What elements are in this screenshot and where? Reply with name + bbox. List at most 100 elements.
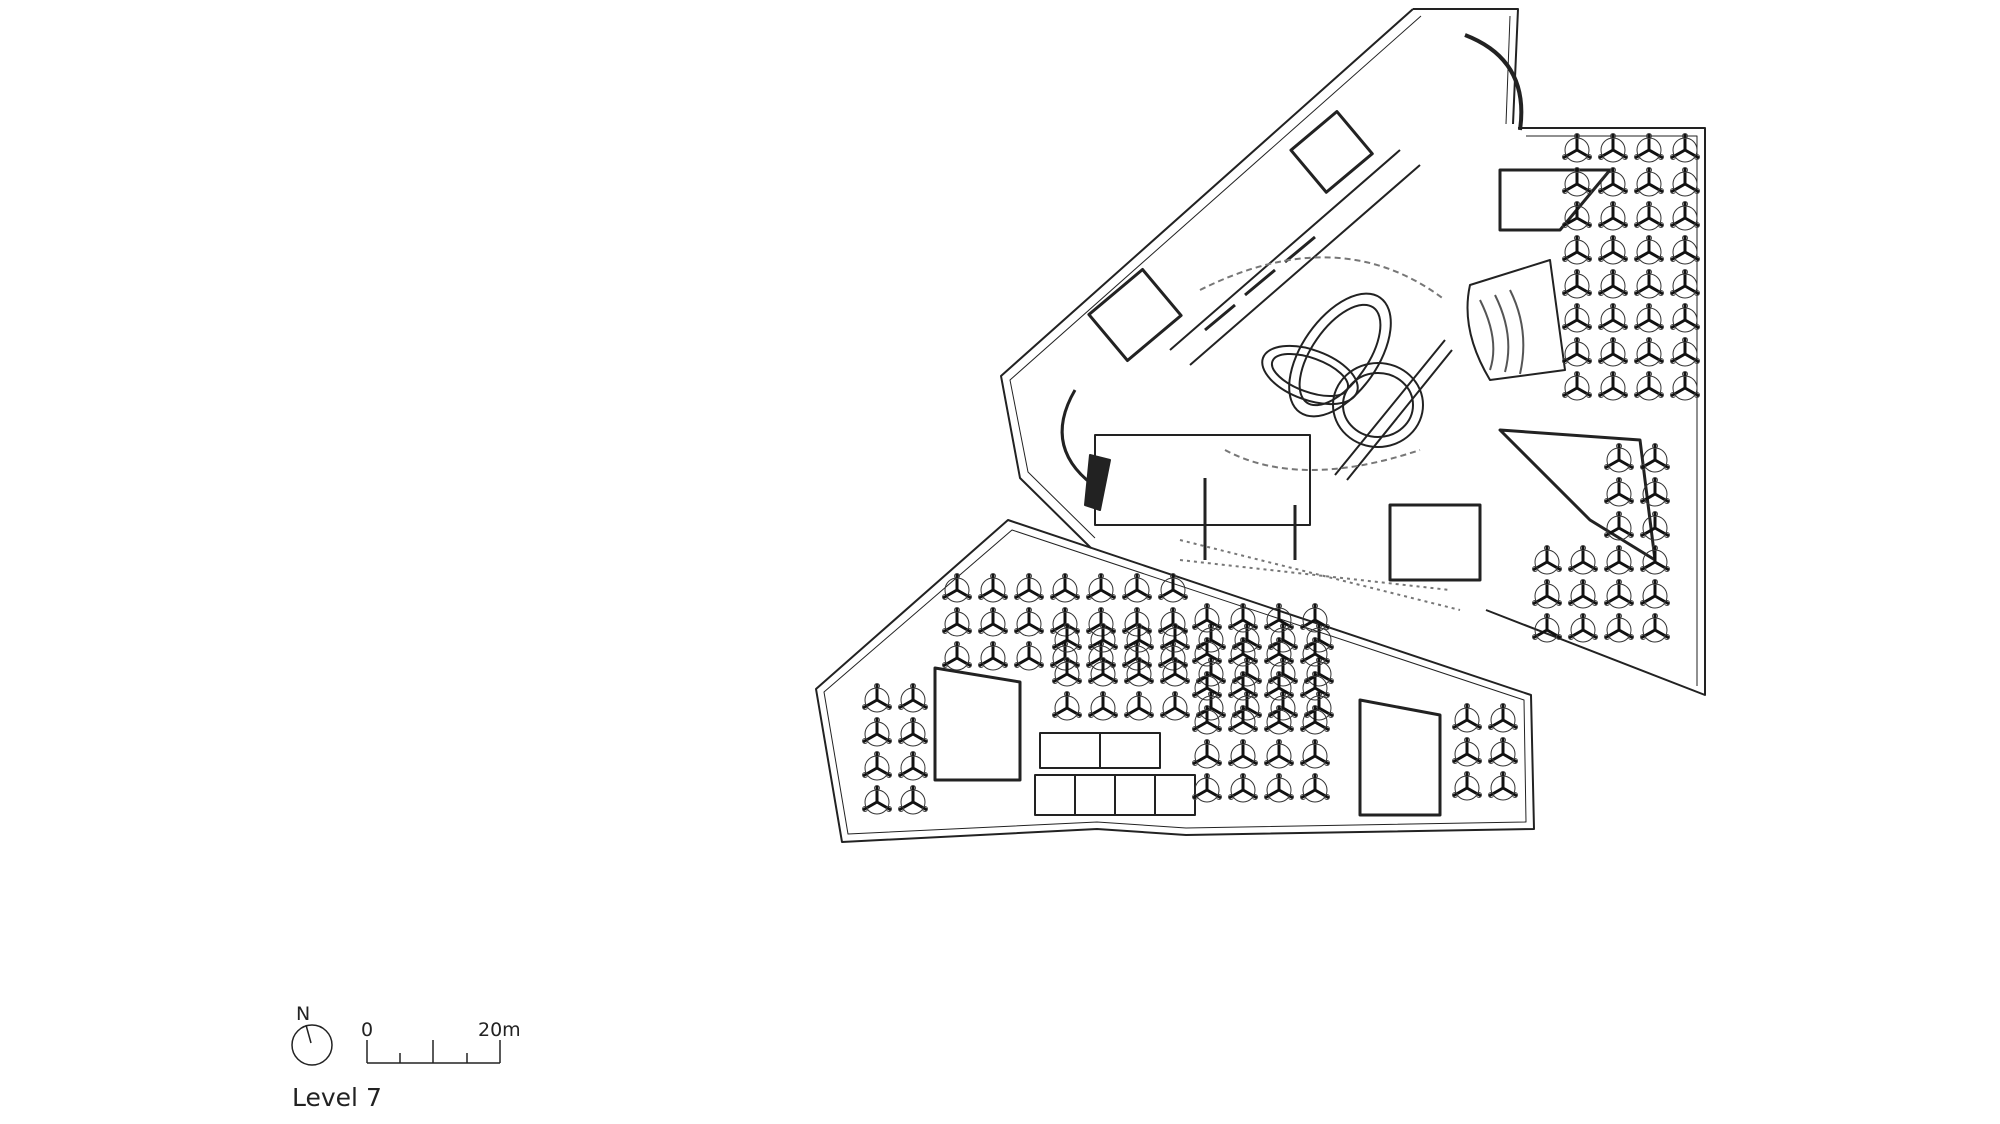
workstation-cluster — [1669, 302, 1701, 334]
workstation-cluster — [897, 784, 929, 816]
workstation-cluster — [1639, 612, 1671, 644]
workstation-cluster — [1597, 234, 1629, 266]
workstation-cluster — [1603, 544, 1635, 576]
workstation-cluster — [1561, 370, 1593, 402]
workstation-cluster — [1191, 670, 1223, 702]
south-block-outline — [815, 519, 1535, 843]
workstation-cluster — [1561, 268, 1593, 300]
workstation-cluster — [861, 716, 893, 748]
workstation-cluster — [1013, 640, 1045, 672]
workstation-cluster — [1561, 200, 1593, 232]
north-wing-facade — [1000, 8, 1414, 549]
workstation-cluster — [1191, 602, 1223, 634]
workstation-cluster — [1191, 772, 1223, 804]
workstation-cluster — [1633, 370, 1665, 402]
workstation-cluster — [977, 640, 1009, 672]
workstation-cluster — [1597, 200, 1629, 232]
workstation-cluster — [1603, 578, 1635, 610]
workstation-cluster — [1669, 200, 1701, 232]
workstation-cluster — [1087, 690, 1119, 722]
workstation-cluster — [1639, 510, 1671, 542]
workstation-cluster — [1227, 636, 1259, 668]
workstation-cluster — [1299, 636, 1331, 668]
workstation-cluster — [1013, 606, 1045, 638]
auditorium — [1466, 259, 1566, 381]
workstation-cluster — [1639, 578, 1671, 610]
workstation-cluster — [1561, 166, 1593, 198]
scale-bar — [366, 1040, 501, 1064]
workstation-cluster — [1567, 578, 1599, 610]
workstation-cluster — [1633, 302, 1665, 334]
workstation-cluster — [1669, 166, 1701, 198]
workstation-cluster — [1191, 704, 1223, 736]
workstation-cluster — [1487, 736, 1519, 768]
workstation-cluster — [1263, 772, 1295, 804]
level-title: Level 7 — [292, 1083, 382, 1112]
workstation-cluster — [1299, 738, 1331, 770]
workstation-cluster — [1597, 302, 1629, 334]
workstation-cluster — [1561, 336, 1593, 368]
workstation-cluster — [1487, 770, 1519, 802]
workstation-cluster — [1561, 132, 1593, 164]
workstation-cluster — [1603, 476, 1635, 508]
scale-end-label: 20m — [478, 1019, 521, 1041]
workstation-cluster — [1085, 572, 1117, 604]
workstation-cluster — [1121, 572, 1153, 604]
workstation-cluster — [1013, 572, 1045, 604]
workstation-cluster — [941, 572, 973, 604]
workstation-cluster — [897, 682, 929, 714]
workstation-cluster — [1451, 736, 1483, 768]
workstation-cluster — [941, 606, 973, 638]
workstation-cluster — [1567, 612, 1599, 644]
workstation-cluster — [1597, 336, 1629, 368]
workstation-cluster — [1049, 572, 1081, 604]
north-arrow — [291, 1024, 333, 1066]
workstation-cluster — [1299, 670, 1331, 702]
workstation-cluster — [861, 784, 893, 816]
workstation-cluster — [1633, 166, 1665, 198]
workstation-cluster — [1299, 704, 1331, 736]
workstation-cluster — [1669, 370, 1701, 402]
workstation-cluster — [1561, 302, 1593, 334]
workstation-cluster — [1597, 268, 1629, 300]
workstation-cluster — [1669, 268, 1701, 300]
workstation-cluster — [1227, 772, 1259, 804]
workstation-cluster — [1597, 166, 1629, 198]
workstation-cluster — [1603, 442, 1635, 474]
workstation-cluster — [1487, 702, 1519, 734]
workstation-cluster — [1597, 132, 1629, 164]
scale-start-label: 0 — [361, 1019, 374, 1041]
workstation-cluster — [1597, 370, 1629, 402]
workstation-cluster — [1531, 544, 1563, 576]
workstation-cluster — [1633, 336, 1665, 368]
workstation-cluster — [1633, 234, 1665, 266]
workstation-cluster — [861, 682, 893, 714]
workstation-cluster — [897, 716, 929, 748]
workstation-cluster — [1263, 636, 1295, 668]
workstation-cluster — [941, 640, 973, 672]
workstation-cluster — [1227, 738, 1259, 770]
workstation-cluster — [1669, 132, 1701, 164]
east-block-outline — [1485, 127, 1706, 696]
workstation-cluster — [1451, 770, 1483, 802]
north-wing-outline — [1413, 8, 1519, 125]
workstation-cluster — [1633, 268, 1665, 300]
workstation-cluster — [861, 750, 893, 782]
workstation-cluster — [1561, 234, 1593, 266]
workstation-cluster — [1299, 772, 1331, 804]
workstation-cluster — [1567, 544, 1599, 576]
workstation-cluster — [977, 572, 1009, 604]
workstation-cluster — [1263, 704, 1295, 736]
workstation-cluster — [1603, 510, 1635, 542]
workstation-cluster — [1191, 636, 1223, 668]
workstation-cluster — [897, 750, 929, 782]
workstation-cluster — [1669, 234, 1701, 266]
workstation-cluster — [1191, 738, 1223, 770]
workstation-cluster — [1669, 336, 1701, 368]
workstation-cluster — [1227, 670, 1259, 702]
workstation-cluster — [1531, 578, 1563, 610]
workstation-cluster — [1633, 200, 1665, 232]
workstation-cluster — [1603, 612, 1635, 644]
workstation-cluster — [1633, 132, 1665, 164]
workstation-cluster — [1451, 702, 1483, 734]
